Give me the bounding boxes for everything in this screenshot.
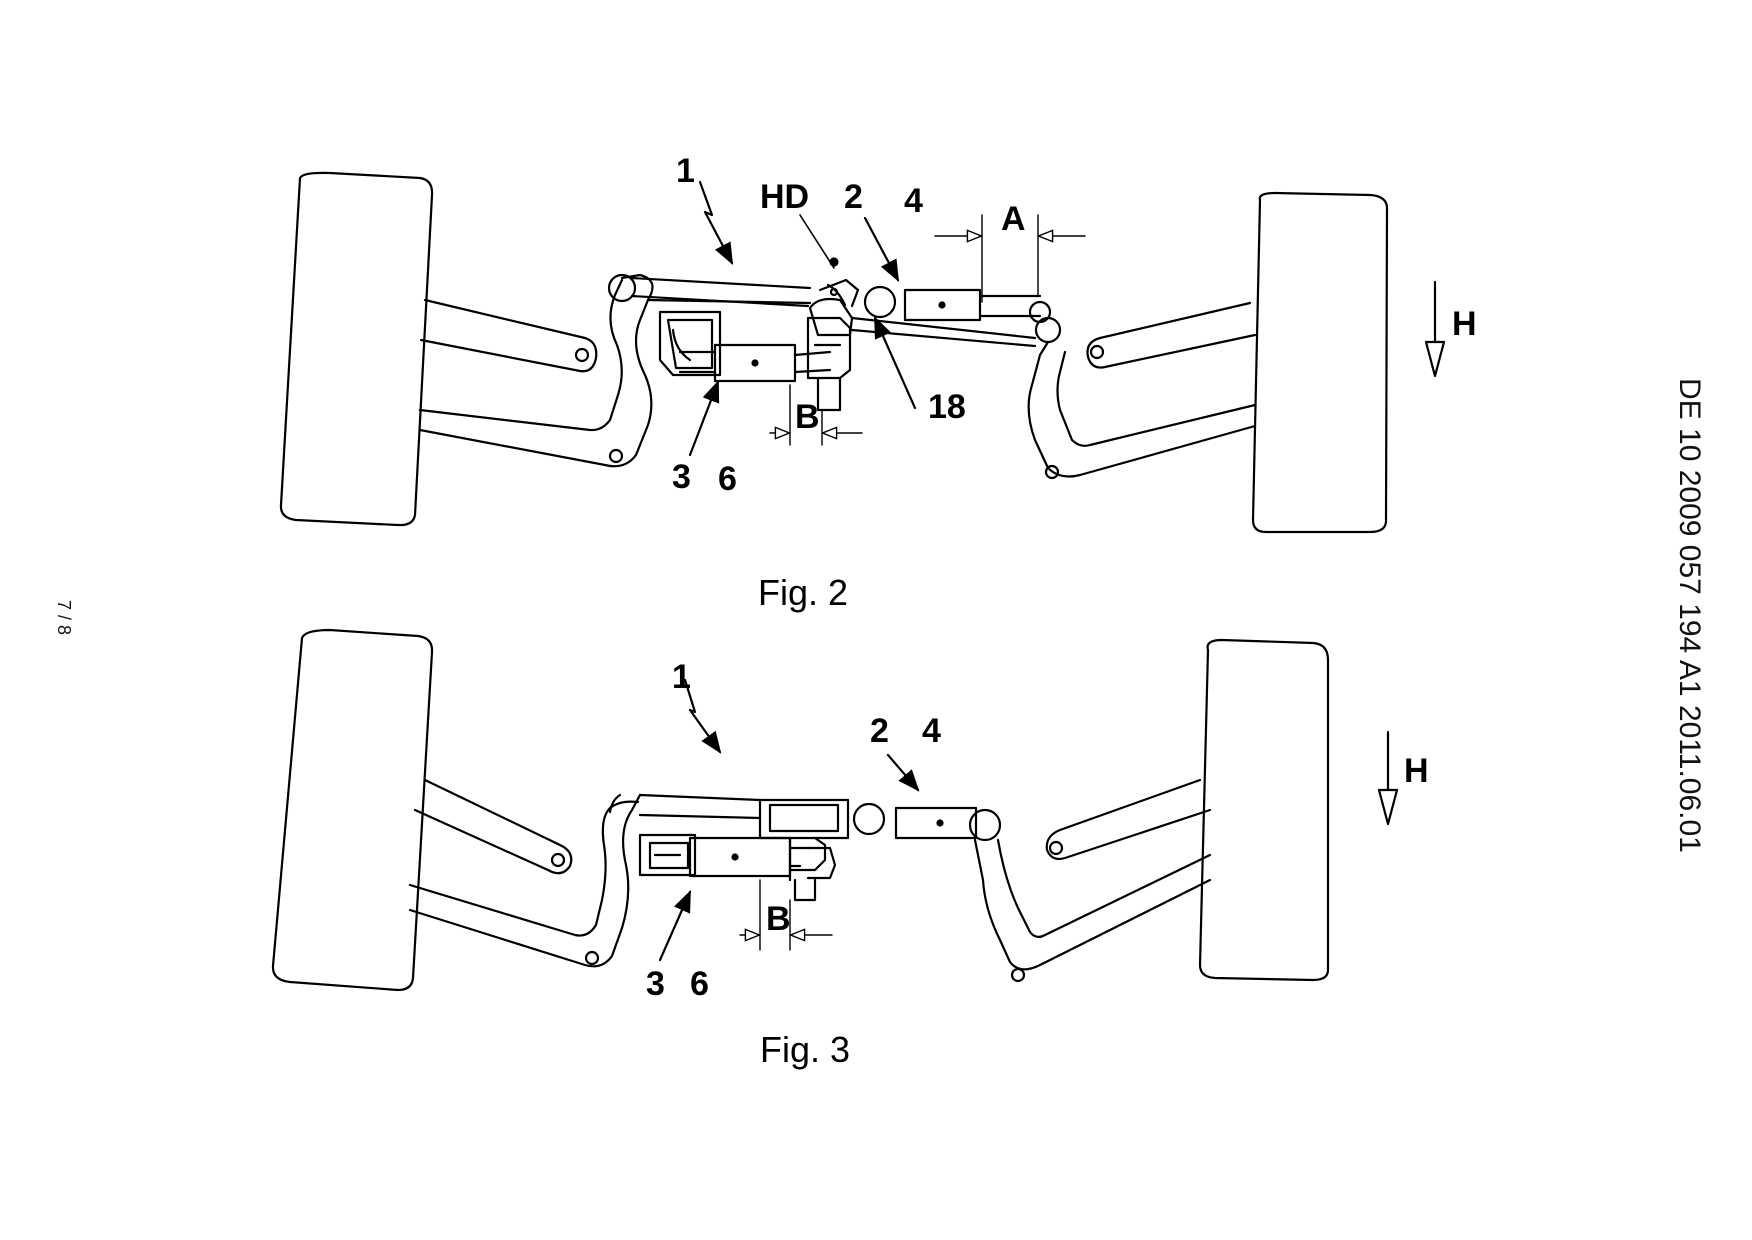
- fig3-label-B: B: [766, 900, 791, 938]
- fig3-label-H: H: [1404, 752, 1429, 790]
- fig3-caption: Fig. 3: [760, 1029, 850, 1070]
- cylinder-6: [713, 343, 797, 383]
- fig2-label-H: H: [1452, 305, 1477, 343]
- right-upper-arm: [1086, 301, 1257, 369]
- fig2-label-6: 6: [718, 460, 737, 498]
- publication-number: DE 10 2009 057 194 A1 2011.06.01: [1673, 378, 1706, 853]
- central-joint-assembly: [806, 316, 852, 412]
- fig2-label-B: B: [795, 398, 820, 436]
- fig3-label-3: 3: [646, 965, 665, 1003]
- right-lower-arm-fig3: [973, 838, 1212, 971]
- cylinder-4: [903, 288, 982, 322]
- upper-cylinder-fig3: [758, 798, 850, 840]
- left-lower-arm: [418, 273, 654, 468]
- figure-2: [279, 171, 1446, 534]
- fig2-caption: Fig. 2: [758, 572, 848, 613]
- right-wheel: [1251, 191, 1389, 534]
- figure-3: [271, 628, 1399, 992]
- fig3-label-2: 2: [870, 712, 889, 750]
- page-number: 7 / 8: [54, 600, 74, 635]
- fig2-label-18: 18: [928, 388, 966, 426]
- fig2-label-3: 3: [672, 458, 691, 496]
- left-upper-arm: [419, 298, 598, 373]
- left-lower-arm-fig3: [408, 793, 642, 968]
- cylinder-4-fig3: [894, 806, 978, 840]
- left-actuator-housing: [658, 310, 722, 377]
- fig2-label-HD: HD: [760, 178, 809, 216]
- fig2-label-2: 2: [844, 178, 863, 216]
- right-ball-joint: [863, 285, 897, 319]
- fig2-label-A: A: [1001, 200, 1026, 238]
- left-wheel: [279, 171, 434, 527]
- fig2-label-1: 1: [676, 152, 695, 190]
- right-ball-joint-fig3: [968, 808, 1002, 842]
- rod-18: [850, 316, 1037, 348]
- fig2-label-4: 4: [904, 182, 923, 220]
- right-wheel-fig3: [1198, 638, 1330, 982]
- left-wheel-fig3: [271, 628, 434, 992]
- fig3-label-1: 1: [672, 658, 691, 696]
- fig3-label-4: 4: [922, 712, 941, 750]
- fig3-label-6: 6: [690, 965, 709, 1003]
- left-tie-rod-joint: [607, 273, 637, 303]
- right-lower-arm: [1027, 340, 1257, 478]
- cylinder-6-fig3: [688, 836, 792, 878]
